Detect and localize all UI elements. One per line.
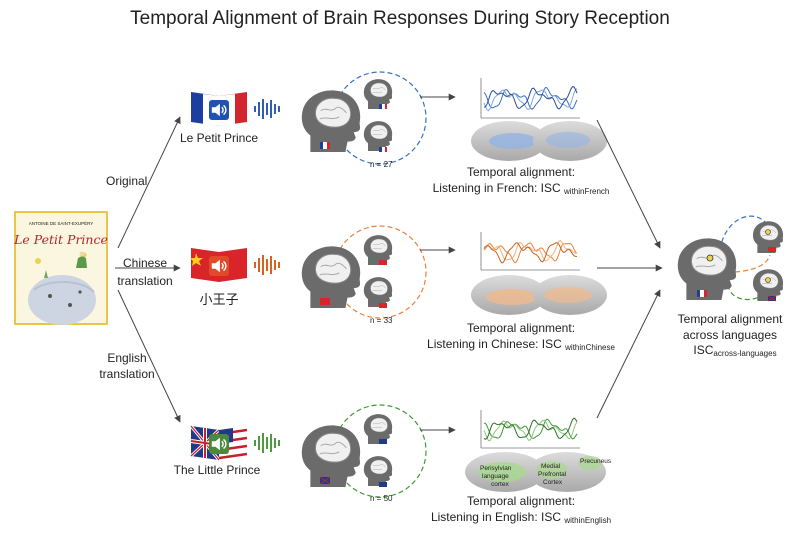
n-chinese: n = 33 bbox=[370, 316, 393, 325]
row-chinese: 小王子 n = 33 Temporal alignment: Listening… bbox=[190, 225, 615, 352]
cover-author: ANTOINE DE SAINT-EXUPÉRY bbox=[29, 220, 94, 226]
n-english: n = 50 bbox=[370, 494, 393, 503]
row-french: Le Petit Prince n = 27 Temporal alignmen… bbox=[180, 71, 610, 196]
book-cover: ANTOINE DE SAINT-EXUPÉRY Le Petit Prince bbox=[13, 211, 108, 325]
label-perisylvian-2: language bbox=[482, 473, 509, 480]
caption1-french: Temporal alignment: bbox=[467, 165, 575, 179]
brain-maps-french bbox=[471, 121, 607, 161]
branch-chinese-label-2: translation bbox=[117, 274, 172, 288]
signal-plot-chinese bbox=[480, 232, 580, 271]
n-french: n = 27 bbox=[370, 160, 393, 169]
branch-chinese-label-1: Chinese bbox=[123, 256, 167, 270]
cover-title: Le Petit Prince bbox=[13, 232, 108, 247]
label-medial-1: Medial bbox=[541, 463, 561, 470]
branch-english-label-1: English bbox=[107, 351, 146, 365]
row-english: The Little Prince n = 50 Perisylvian lan… bbox=[174, 404, 612, 525]
arrow-converge-french bbox=[596, 119, 661, 249]
caption2-chinese: Listening in Chinese: ISC withinChinese bbox=[427, 337, 615, 352]
book-icon-english bbox=[189, 425, 248, 461]
caption2-french: Listening in French: ISC withinFrench bbox=[433, 181, 610, 196]
label-precuneus: Precuneus bbox=[580, 458, 612, 465]
arrow-english bbox=[117, 289, 181, 423]
sound-wave-french bbox=[254, 99, 280, 119]
branch-english-label-2: translation bbox=[99, 367, 154, 381]
result-line1: Temporal alignment bbox=[678, 312, 783, 326]
arrow-converge-english bbox=[596, 289, 661, 419]
signal-plot-english bbox=[480, 410, 580, 449]
label-medial-2: Prefrontal bbox=[538, 471, 567, 478]
label-perisylvian-3: cortex bbox=[491, 481, 509, 488]
book-icon-french bbox=[191, 92, 247, 126]
book-label-french: Le Petit Prince bbox=[180, 131, 258, 145]
signal-plot-french bbox=[480, 78, 580, 119]
sound-wave-english bbox=[254, 433, 280, 453]
caption1-english: Temporal alignment: bbox=[467, 494, 575, 508]
book-icon-chinese bbox=[190, 248, 247, 282]
arrow-original bbox=[117, 116, 181, 249]
caption2-english: Listening in English: ISC withinEnglish bbox=[431, 510, 611, 525]
result-isc: ISCacross-languages bbox=[693, 343, 776, 358]
label-perisylvian-1: Perisylvian bbox=[480, 465, 512, 472]
book-label-chinese: 小王子 bbox=[199, 292, 238, 307]
brain-maps-english: Perisylvian language cortex Medial Prefr… bbox=[465, 452, 612, 492]
book-label-english: The Little Prince bbox=[174, 463, 261, 477]
across-languages-group: Temporal alignment across languages ISCa… bbox=[677, 215, 784, 358]
sound-wave-chinese bbox=[254, 255, 280, 275]
diagram-title: Temporal Alignment of Brain Responses Du… bbox=[130, 8, 670, 29]
result-line2: across languages bbox=[683, 328, 777, 342]
caption1-chinese: Temporal alignment: bbox=[467, 321, 575, 335]
brain-maps-chinese bbox=[471, 275, 607, 315]
label-medial-3: Cortex bbox=[543, 479, 563, 486]
branch-original-label: Original bbox=[106, 174, 147, 188]
